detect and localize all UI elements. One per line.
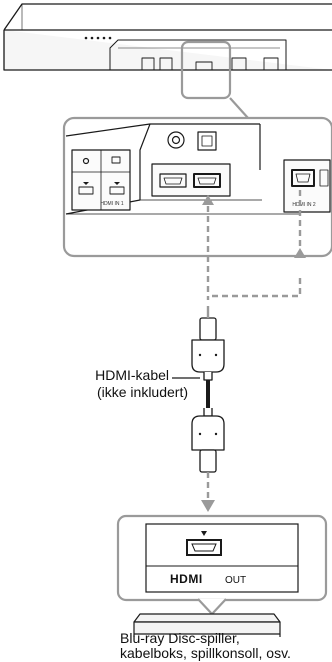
device-caption-line2: kabelboks, spillkonsoll, osv. bbox=[120, 645, 291, 661]
cable-dots bbox=[198, 353, 218, 436]
zoom-detail-panel: HDMI IN 1 HDMI IN 2 bbox=[62, 116, 332, 258]
connection-arrowheads bbox=[202, 195, 306, 258]
zoom-source-highlight bbox=[180, 40, 232, 100]
callout-pointer bbox=[197, 598, 227, 616]
hdmi-in-1-label: HDMI IN 1 bbox=[100, 201, 124, 207]
hdmi-cable bbox=[191, 306, 225, 473]
hdmi-in-2-label: HDMI IN 2 bbox=[292, 202, 316, 208]
device-arrowhead bbox=[201, 500, 215, 512]
connection-dashed-lines bbox=[206, 190, 302, 300]
device-hdmi-logo: HDMI bbox=[170, 572, 203, 586]
playback-device bbox=[133, 613, 281, 637]
zoom-leader-line bbox=[229, 97, 249, 119]
device-caption-line1: Blu-ray Disc-spiller, bbox=[120, 630, 240, 646]
device-port-out-label: OUT bbox=[225, 575, 246, 586]
cable-name-label: HDMI-kabel bbox=[95, 367, 169, 383]
device-port-callout: HDMI OUT bbox=[116, 514, 328, 602]
cable-note-label: (ikke inkludert) bbox=[96, 384, 188, 400]
soundbar bbox=[3, 3, 332, 71]
